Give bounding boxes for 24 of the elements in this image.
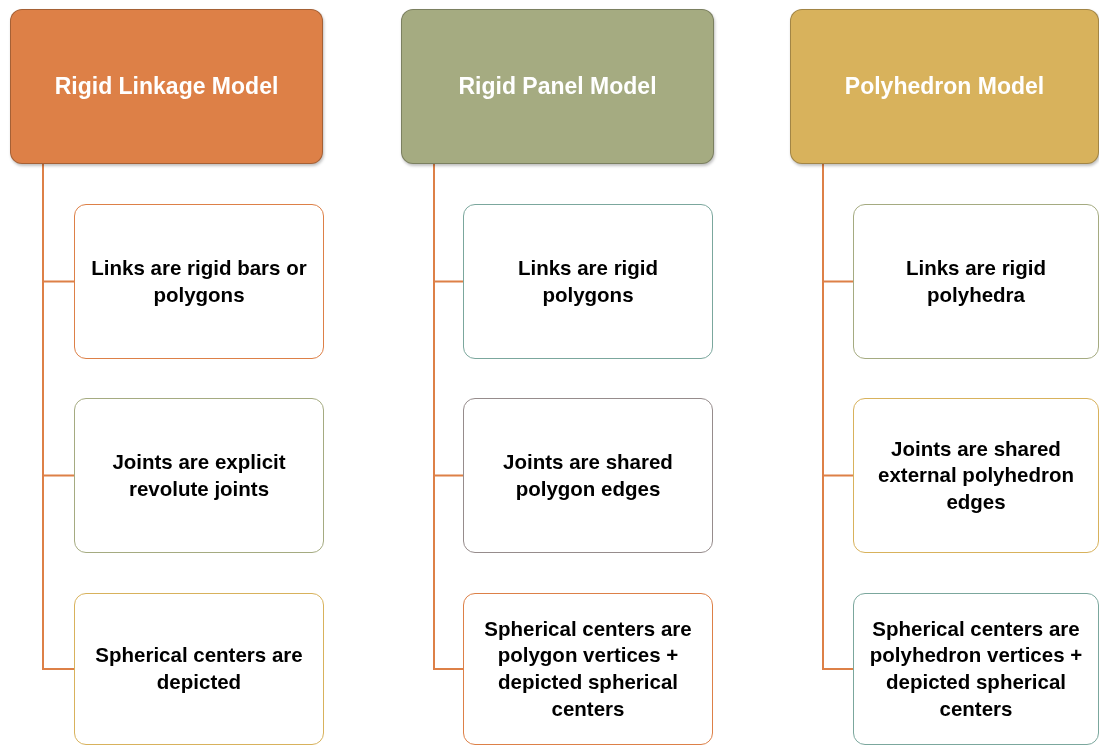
box-text: Links are rigid bars or polygons bbox=[90, 254, 308, 308]
box-text: Links are rigid polyhedra bbox=[904, 254, 1048, 308]
model-header-box bbox=[790, 9, 1099, 164]
box-text: Polyhedron Model bbox=[844, 73, 1045, 100]
feature-box bbox=[74, 398, 324, 553]
box-text: Joints are shared external polyhedron edges bbox=[877, 435, 1075, 515]
feature-box bbox=[853, 398, 1099, 553]
box-text: Links are rigid polygons bbox=[516, 254, 660, 308]
model-header-box bbox=[401, 9, 714, 164]
feature-box bbox=[853, 593, 1099, 745]
box-text: Spherical centers are depicted bbox=[94, 642, 304, 695]
feature-box bbox=[463, 204, 713, 359]
feature-box bbox=[74, 593, 324, 745]
feature-box bbox=[853, 204, 1099, 359]
box-text: Rigid Panel Model bbox=[458, 73, 657, 100]
box-text: Spherical centers are polyhedron vertices + depicted spherical centers bbox=[868, 615, 1084, 722]
feature-box bbox=[463, 398, 713, 553]
box-text: Joints are explicit revolute joints bbox=[111, 448, 287, 502]
box-text: Spherical centers are polygon vertices + depicted spherical centers bbox=[483, 615, 693, 722]
model-header-box bbox=[10, 9, 323, 164]
feature-box bbox=[463, 593, 713, 745]
box-text: Joints are shared polygon edges bbox=[502, 448, 674, 502]
box-text: Rigid Linkage Model bbox=[54, 73, 279, 100]
feature-box bbox=[74, 204, 324, 359]
